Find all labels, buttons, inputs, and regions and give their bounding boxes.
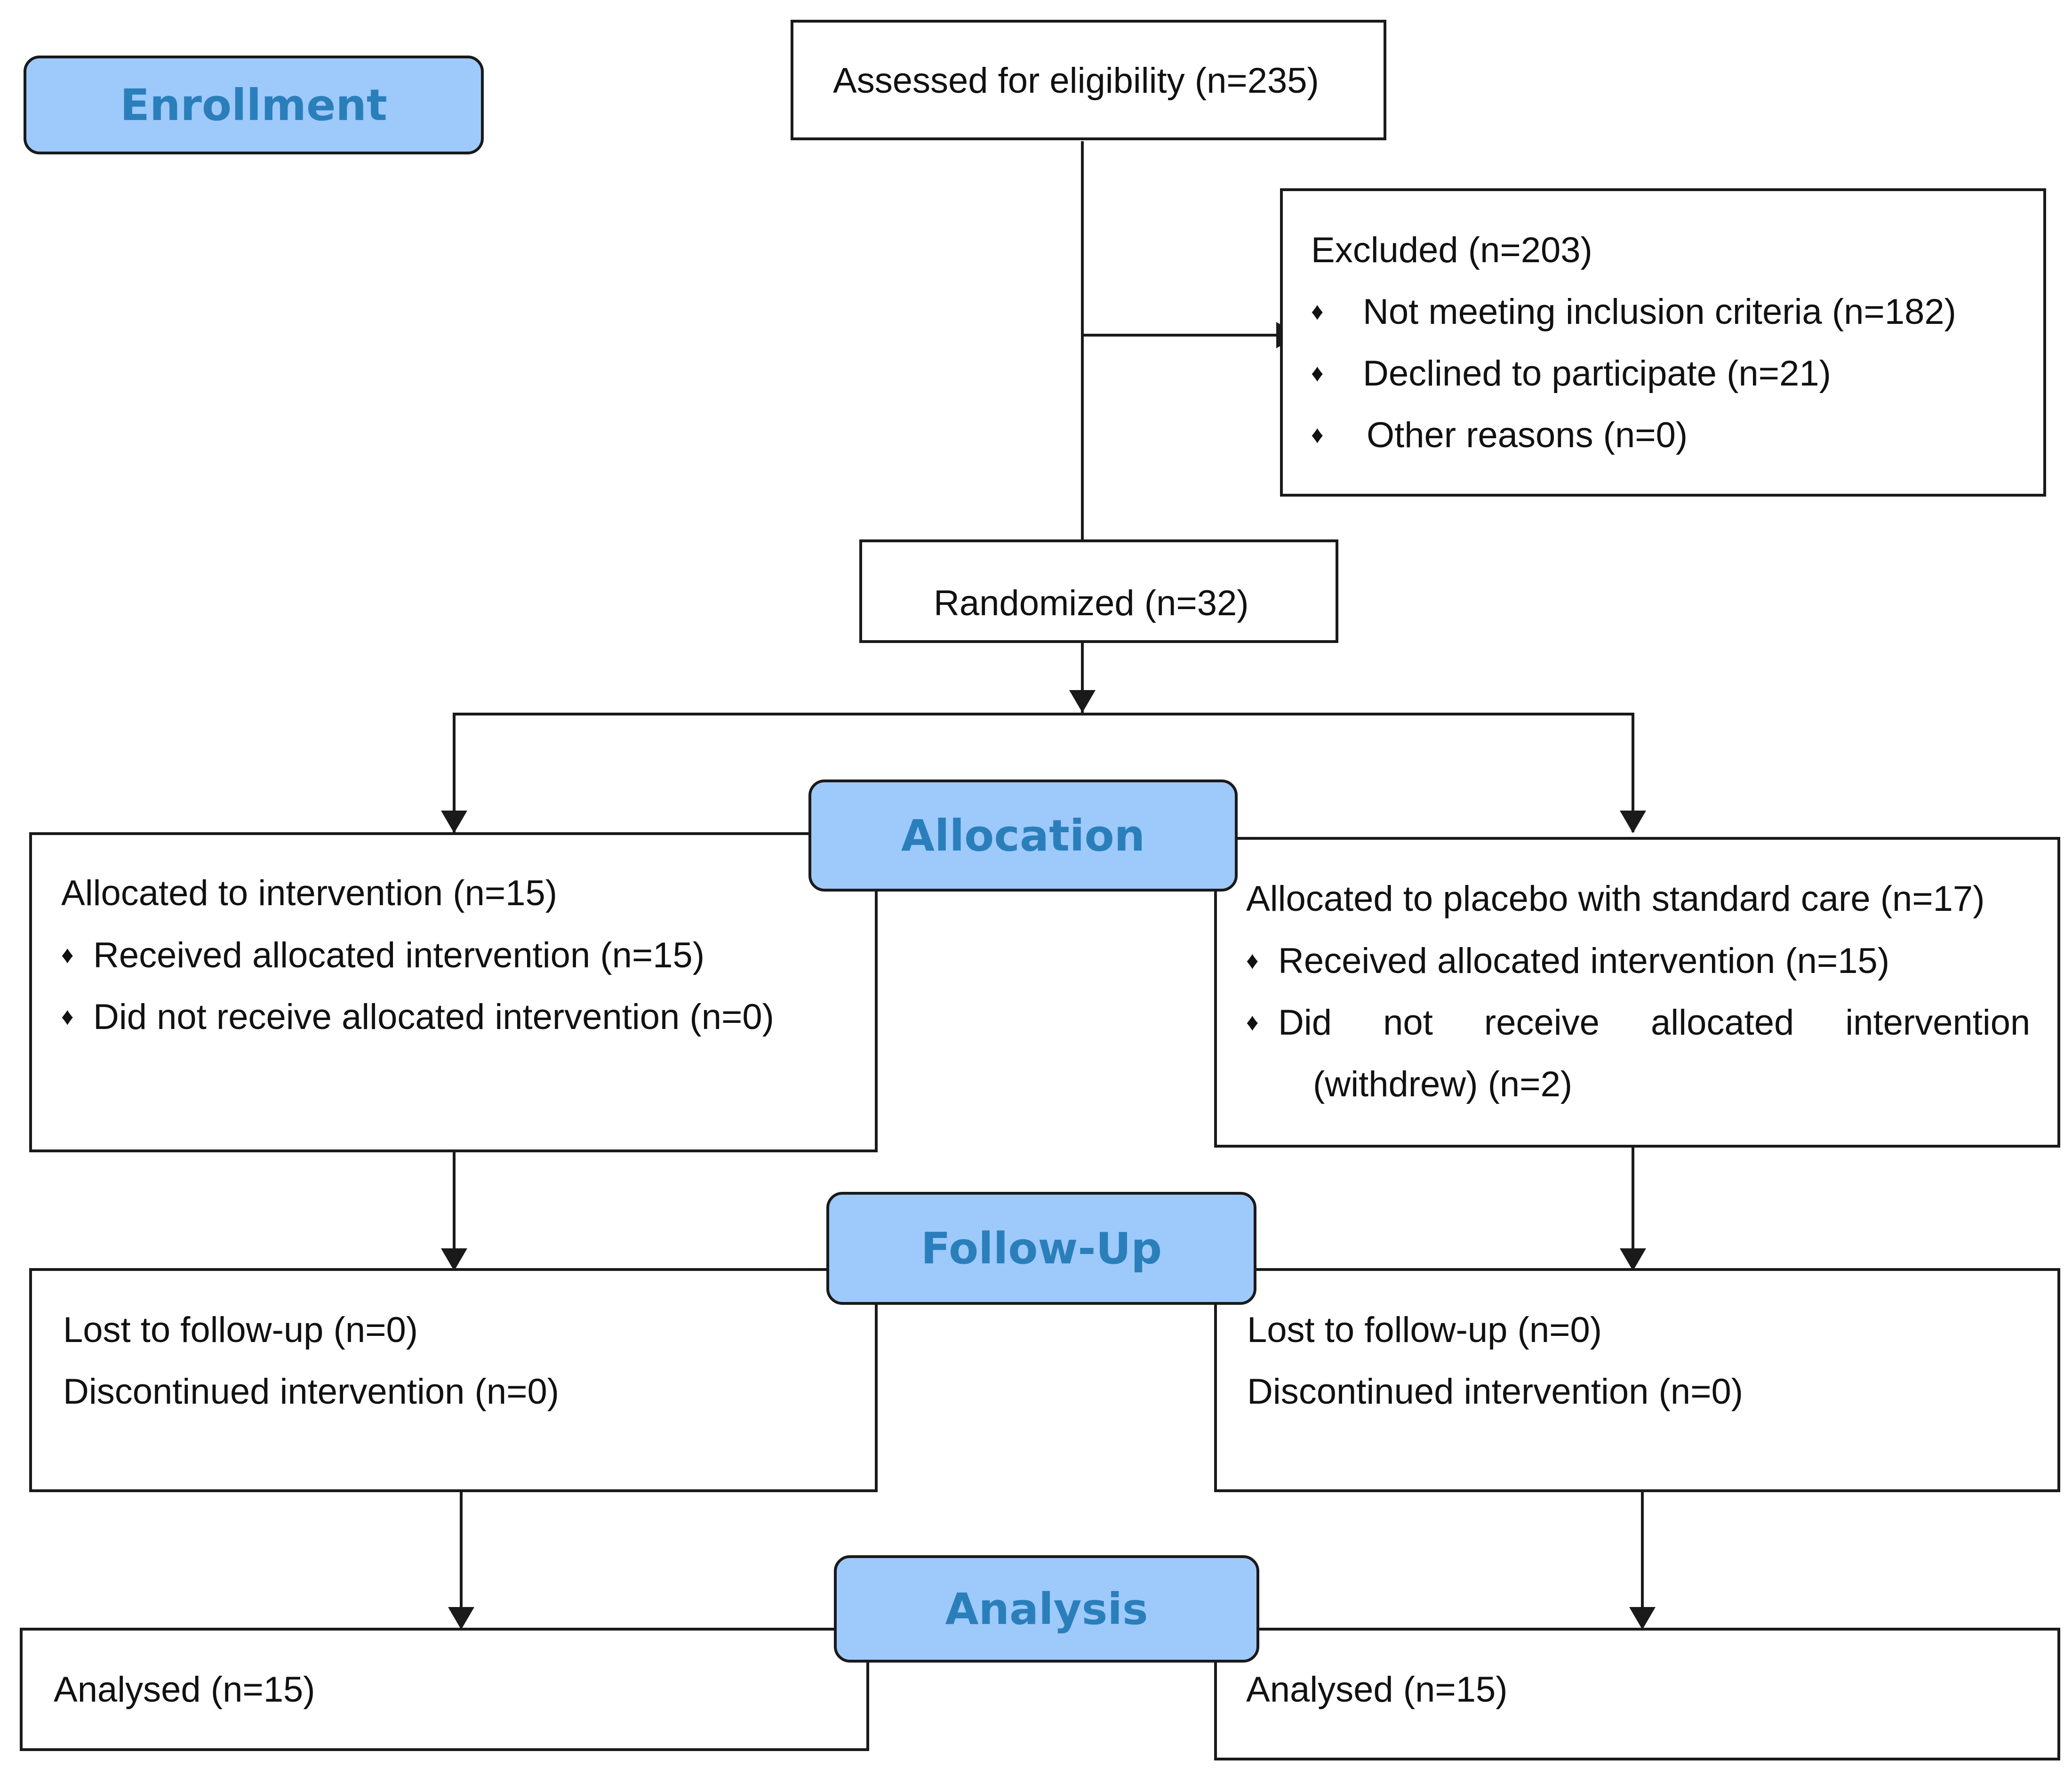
analysis-left-text: Analysed (n=15) bbox=[54, 1670, 315, 1710]
arrowhead-left-analysis bbox=[448, 1607, 474, 1630]
allocation-right-item: ♦ Received allocated intervention (n=15) bbox=[1246, 940, 1889, 981]
followup-right-discontinued: Discontinued intervention (n=0) bbox=[1247, 1372, 1744, 1412]
randomized-text: Randomized (n=32) bbox=[934, 583, 1249, 623]
stage-analysis-label: Analysis bbox=[945, 1583, 1148, 1634]
bullet-diamond: ♦ bbox=[1246, 947, 1259, 974]
arrowhead-randomized-down bbox=[1069, 690, 1096, 713]
allocation-right-item-continuation: (withdrew) (n=2) bbox=[1313, 1064, 1573, 1104]
allocation-left-item: ♦ Did not receive allocated intervention… bbox=[61, 996, 774, 1037]
bullet-diamond: ♦ bbox=[61, 1003, 74, 1030]
followup-left-box: Lost to follow-up (n=0) Discontinued int… bbox=[29, 1268, 878, 1492]
stage-follow-up: Follow-Up bbox=[826, 1192, 1256, 1305]
stage-allocation-label: Allocation bbox=[901, 810, 1145, 861]
assessed-box: Assessed for eligibility (n=235) bbox=[791, 20, 1386, 140]
bullet-diamond: ♦ bbox=[61, 941, 74, 969]
arrowhead-right-analysis bbox=[1629, 1607, 1656, 1630]
analysis-right-box: Analysed (n=15) bbox=[1214, 1628, 2060, 1760]
excluded-box: Excluded (n=203) ♦ Not meeting inclusion… bbox=[1280, 188, 2046, 497]
excluded-item: ♦ Not meeting inclusion criteria (n=182) bbox=[1311, 291, 1956, 332]
randomized-box: Randomized (n=32) bbox=[859, 539, 1338, 643]
split-line bbox=[453, 713, 1634, 832]
allocation-right-title: Allocated to placebo with standard care … bbox=[1246, 879, 1985, 919]
followup-right-lost: Lost to follow-up (n=0) bbox=[1247, 1310, 1602, 1350]
analysis-right-text: Analysed (n=15) bbox=[1246, 1670, 1508, 1710]
bullet-diamond: ♦ bbox=[1246, 1009, 1259, 1036]
stage-enrollment: Enrollment bbox=[24, 56, 484, 154]
arrowhead-left-followup bbox=[441, 1248, 467, 1271]
allocation-left-title: Allocated to intervention (n=15) bbox=[61, 873, 558, 913]
bullet-diamond: ♦ bbox=[1311, 421, 1324, 449]
excluded-item: ♦ Declined to participate (n=21) bbox=[1311, 353, 1831, 394]
arrowhead-left-allocation bbox=[441, 811, 467, 833]
allocation-left-item: ♦ Received allocated intervention (n=15) bbox=[61, 935, 704, 976]
stage-follow-up-label: Follow-Up bbox=[920, 1223, 1162, 1274]
allocation-left-box: Allocated to intervention (n=15) ♦ Recei… bbox=[29, 832, 878, 1152]
followup-left-discontinued: Discontinued intervention (n=0) bbox=[63, 1372, 560, 1412]
excluded-item-text: Declined to participate (n=21) bbox=[1363, 354, 1831, 394]
arrowhead-right-allocation bbox=[1620, 811, 1646, 833]
assessed-text: Assessed for eligibility (n=235) bbox=[833, 61, 1319, 101]
arrowhead-right-followup bbox=[1620, 1248, 1646, 1271]
allocation-right-box: Allocated to placebo with standard care … bbox=[1214, 837, 2060, 1148]
excluded-item-text: Other reasons (n=0) bbox=[1367, 415, 1688, 455]
excluded-item-text: Not meeting inclusion criteria (n=182) bbox=[1363, 292, 1956, 332]
bullet-diamond: ♦ bbox=[1311, 360, 1324, 387]
stage-enrollment-label: Enrollment bbox=[120, 80, 387, 130]
excluded-item: ♦ Other reasons (n=0) bbox=[1311, 415, 1688, 456]
followup-left-lost: Lost to follow-up (n=0) bbox=[63, 1310, 418, 1350]
allocation-right-item: ♦ Did not receive allocated intervention bbox=[1246, 1002, 2030, 1043]
allocation-right-item-text: Did not receive allocated intervention bbox=[1278, 1003, 2031, 1043]
stage-analysis: Analysis bbox=[834, 1555, 1259, 1663]
analysis-left-box: Analysed (n=15) bbox=[20, 1628, 869, 1751]
allocation-left-item-text: Did not receive allocated intervention (… bbox=[93, 997, 774, 1037]
allocation-left-item-text: Received allocated intervention (n=15) bbox=[93, 935, 705, 975]
excluded-title: Excluded (n=203) bbox=[1311, 230, 1592, 270]
stage-allocation: Allocation bbox=[808, 780, 1238, 892]
followup-right-box: Lost to follow-up (n=0) Discontinued int… bbox=[1214, 1268, 2060, 1492]
allocation-right-item-text: Received allocated intervention (n=15) bbox=[1278, 941, 1890, 981]
bullet-diamond: ♦ bbox=[1311, 298, 1324, 325]
